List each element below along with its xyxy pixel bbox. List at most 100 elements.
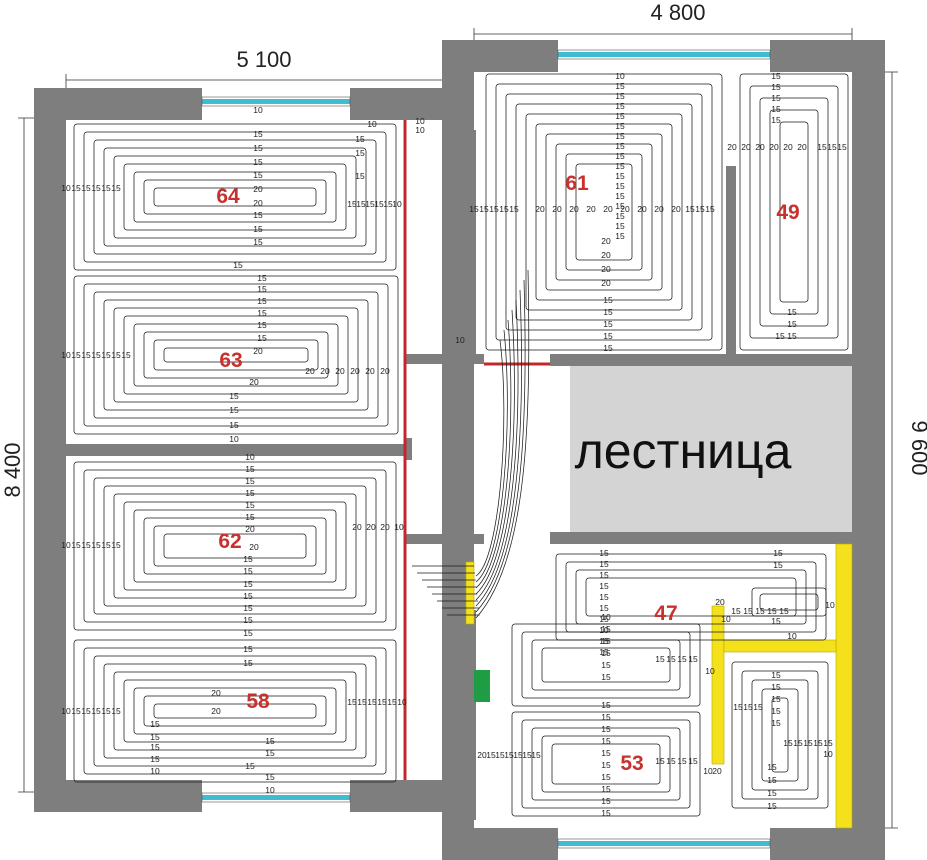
loop-64-pipe xyxy=(93,139,377,255)
pipe-spacing-label: 20 xyxy=(305,366,315,376)
pipe-spacing-label: 15 xyxy=(771,706,781,716)
pipe-spacing-label: 15 xyxy=(101,350,111,360)
pipe-spacing-label: 15 xyxy=(771,82,781,92)
pipe-spacing-label: 20 xyxy=(352,522,362,532)
pipe-spacing-label: 15 xyxy=(253,237,263,247)
pipe-spacing-label: 15 xyxy=(601,808,611,818)
pipe-spacing-label: 15 xyxy=(603,307,613,317)
pipe-spacing-label: 15 xyxy=(773,560,783,570)
loop-label-49: 49 xyxy=(776,201,799,224)
pipe-spacing-label: 15 xyxy=(771,682,781,692)
pipe-spacing-label: 15 xyxy=(743,606,753,616)
loop-58-pipe xyxy=(93,655,377,767)
pipe-spacing-label: 20 xyxy=(586,204,596,214)
loop-53-pipe xyxy=(521,631,691,699)
pipe-spacing-label: 15 xyxy=(111,706,121,716)
pipe-spacing-label: 15 xyxy=(615,171,625,181)
loop-62-pipe xyxy=(103,485,367,607)
loop-63-pipe xyxy=(93,291,379,419)
loop-61-pipe xyxy=(525,113,683,311)
loop-61-pipe xyxy=(485,73,723,351)
pipe-spacing-label: 15 xyxy=(71,706,81,716)
loop-53b-pipe xyxy=(531,727,681,801)
pipe-spacing-label: 15 xyxy=(111,540,121,550)
loop-61-pipe xyxy=(495,83,713,341)
loop-label-62: 62 xyxy=(218,530,241,553)
pipe-spacing-label: 10 xyxy=(61,350,71,360)
pipe-spacing-label: 15 xyxy=(150,719,160,729)
pipe-spacing-label: 15 xyxy=(383,199,393,209)
pipe-spacing-label: 15 xyxy=(601,712,611,722)
pipe-spacing-label: 15 xyxy=(601,736,611,746)
loop-64-pipe xyxy=(103,147,367,247)
pipe-spacing-label: 15 xyxy=(601,624,611,634)
pipe-spacing-label: 15 xyxy=(787,307,797,317)
feed-pipe xyxy=(475,289,522,607)
loop-63-pipe xyxy=(103,299,369,411)
pipe-spacing-label: 15 xyxy=(253,170,263,180)
pipe-spacing-label: 15 xyxy=(615,81,625,91)
pipe-spacing-label: 15 xyxy=(245,488,255,498)
pipe-spacing-label: 15 xyxy=(753,702,763,712)
pipe-spacing-label: 15 xyxy=(71,540,81,550)
pipe-spacing-label: 15 xyxy=(655,654,665,664)
pipe-spacing-label: 15 xyxy=(245,500,255,510)
pipe-spacing-label: 15 xyxy=(783,738,793,748)
loop-61-pipe xyxy=(545,133,663,291)
pipe-spacing-label: 15 xyxy=(603,295,613,305)
pipe-spacing-label: 15 xyxy=(245,512,255,522)
pipe-spacing-label: 20 xyxy=(366,522,376,532)
pipe-spacing-label: 20 xyxy=(320,366,330,376)
pipe-spacing-label: 15 xyxy=(771,670,781,680)
pipe-spacing-label: 20 xyxy=(245,524,255,534)
pipe-spacing-label: 10 xyxy=(415,125,425,135)
pipe-spacing-label: 15 xyxy=(101,706,111,716)
pipe-spacing-label: 15 xyxy=(253,210,263,220)
pipe-spacing-label: 15 xyxy=(603,319,613,329)
pipe-spacing-label: 15 xyxy=(91,350,101,360)
feed-pipe xyxy=(475,339,505,577)
pipe-spacing-label: 15 xyxy=(813,738,823,748)
pipe-spacing-label: 15 xyxy=(257,284,267,294)
loop-53b-pipe xyxy=(521,719,691,809)
pipe-spacing-label: 20 xyxy=(603,204,613,214)
pipe-spacing-label: 15 xyxy=(257,320,267,330)
loop-61-pipe xyxy=(515,103,693,321)
pipe-spacing-label: 15 xyxy=(599,559,609,569)
pipe-spacing-label: 15 xyxy=(603,343,613,353)
pipe-spacing-label: 15 xyxy=(233,260,243,270)
pipe-spacing-label: 10 xyxy=(825,600,835,610)
pipe-spacing-label: 10 xyxy=(392,199,402,209)
pipe-spacing-label: 15 xyxy=(121,350,131,360)
pipe-spacing-label: 15 xyxy=(771,93,781,103)
pipe-spacing-label: 15 xyxy=(81,183,91,193)
pipe-spacing-label: 15 xyxy=(615,221,625,231)
dimension-top-right: 4 800 xyxy=(650,0,705,25)
pipe-spacing-label: 10 xyxy=(229,434,239,444)
loop-63-pipe xyxy=(123,315,349,395)
pipe-spacing-label: 15 xyxy=(731,606,741,616)
feed-pipe xyxy=(475,329,508,583)
pipe-spacing-label: 15 xyxy=(253,129,263,139)
pipe-spacing-label: 10 xyxy=(397,697,407,707)
pipe-spacing-label: 15 xyxy=(513,750,523,760)
pipe-spacing-label: 20 xyxy=(569,204,579,214)
pipe-spacing-label: 15 xyxy=(733,702,743,712)
pipe-spacing-label: 20 xyxy=(380,522,390,532)
pipe-spacing-label: 20 xyxy=(211,706,221,716)
pipe-spacing-label: 15 xyxy=(229,420,239,430)
pipe-spacing-label: 15 xyxy=(377,697,387,707)
pipe-spacing-label: 15 xyxy=(243,628,253,638)
pipe-spacing-label: 15 xyxy=(81,540,91,550)
loop-62-pipe xyxy=(143,517,327,575)
pipe-spacing-label: 15 xyxy=(773,548,783,558)
pipe-spacing-label: 15 xyxy=(666,756,676,766)
pipe-spacing-label: 15 xyxy=(91,540,101,550)
pipe-spacing-label: 15 xyxy=(101,183,111,193)
loop-right-pipe xyxy=(771,697,789,773)
pipe-spacing-label: 15 xyxy=(615,91,625,101)
pipe-spacing-label: 15 xyxy=(243,603,253,613)
pipe-spacing-label: 15 xyxy=(257,333,267,343)
pipe-spacing-label: 15 xyxy=(357,697,367,707)
